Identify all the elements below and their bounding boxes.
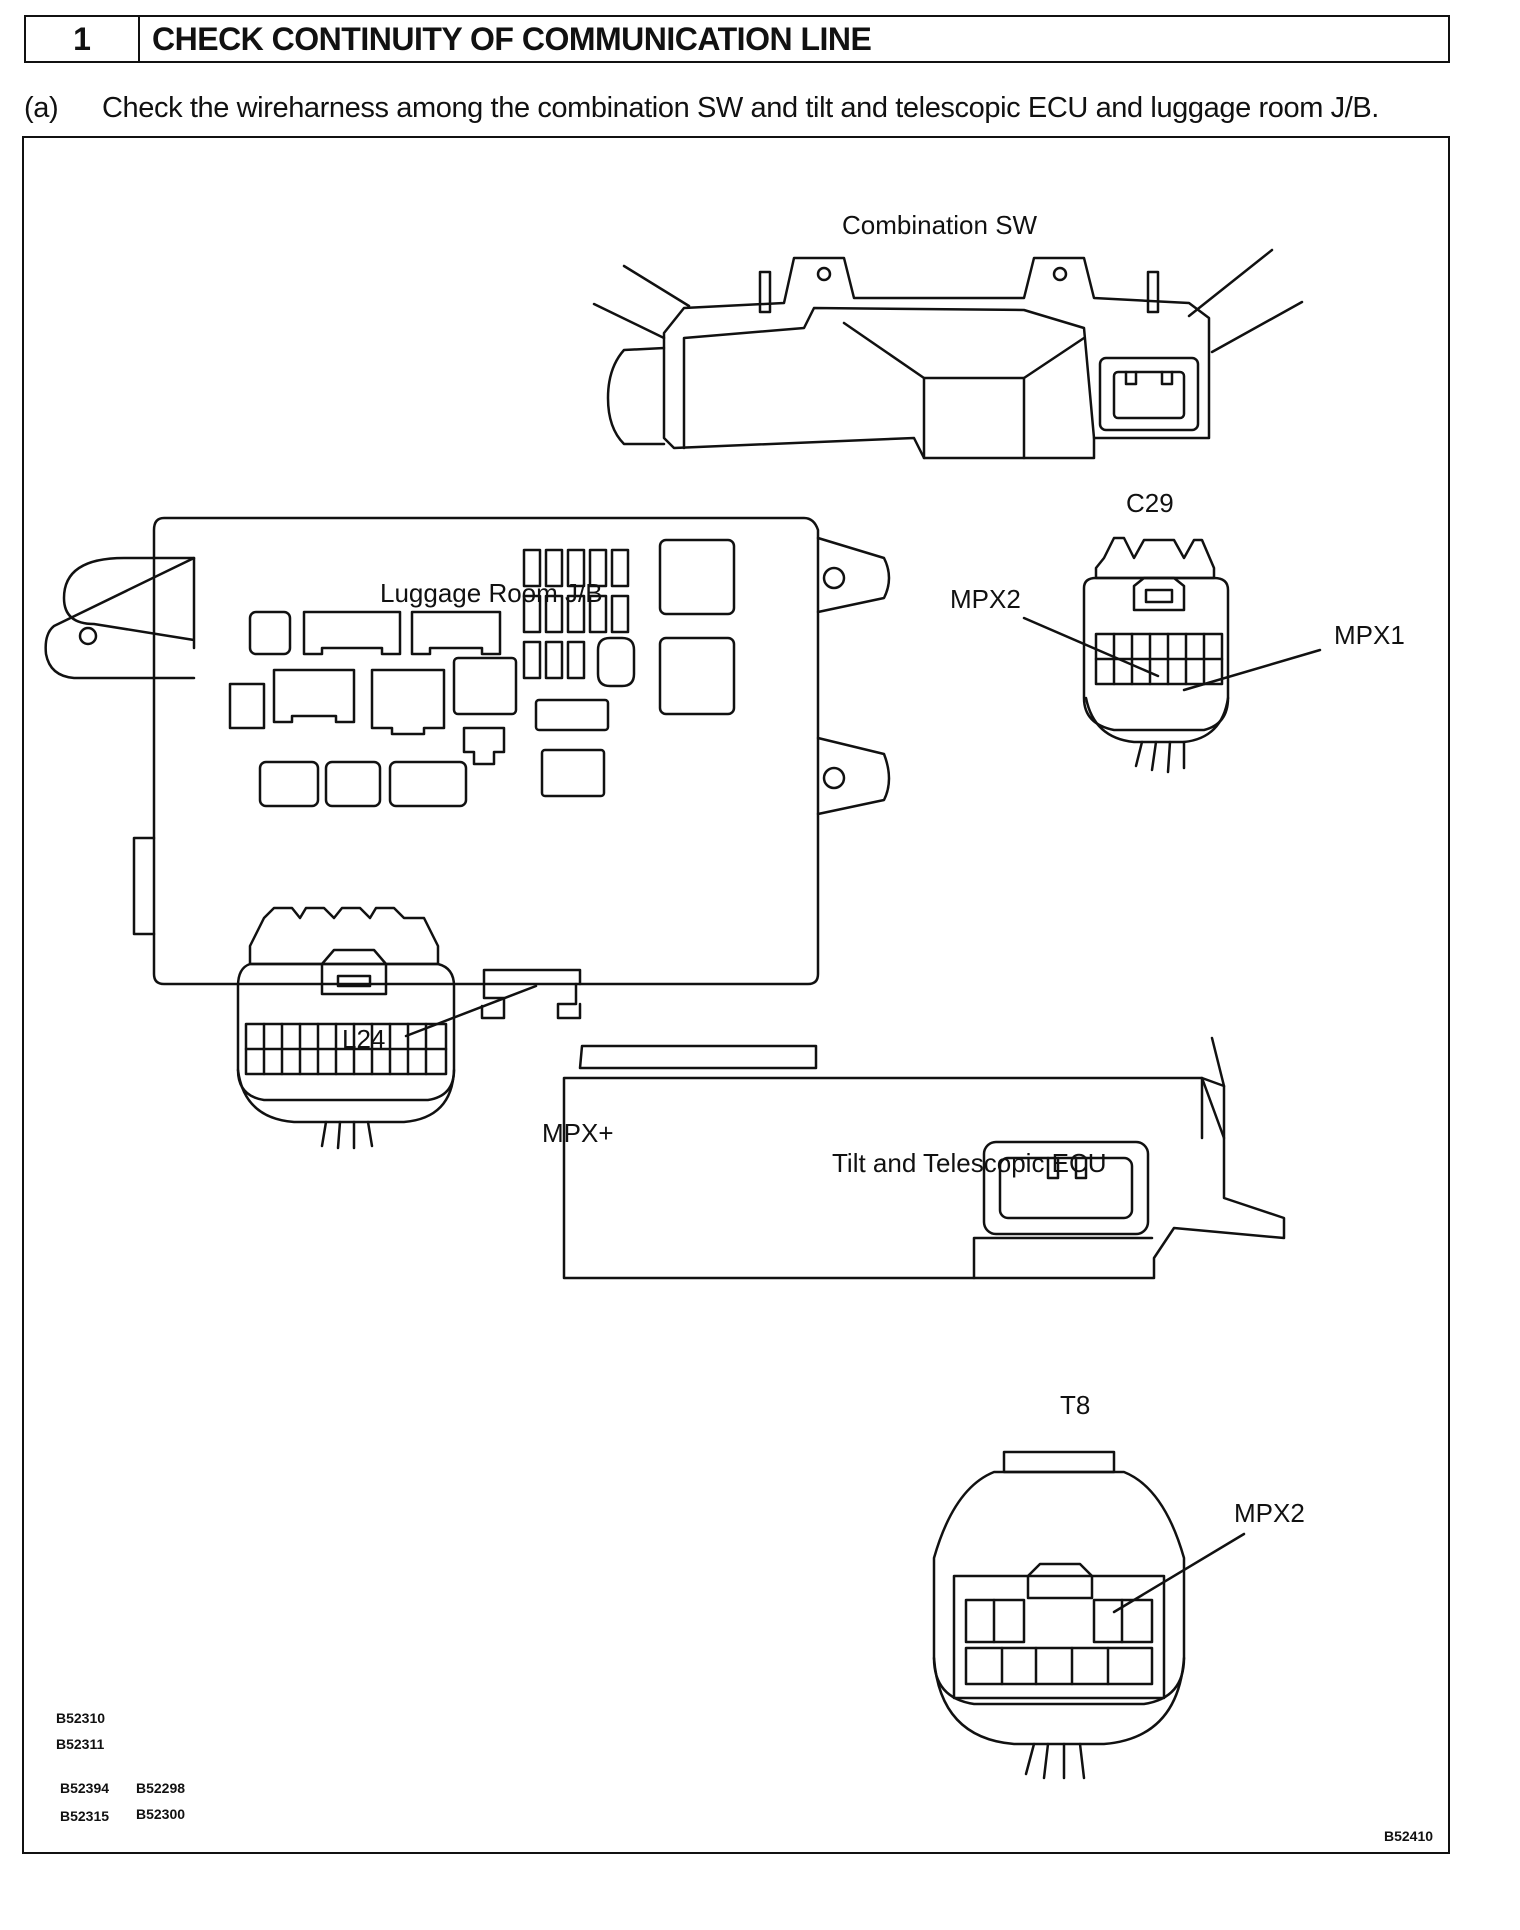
figure-code: B52410 (1384, 1828, 1434, 1844)
c29-connector-drawing (1022, 536, 1322, 774)
wiring-figure: Combination SW C29 MPX2 MPX1 Luggage Roo… (22, 136, 1450, 1854)
step-number: 1 (26, 17, 140, 61)
instruction: (a) Check the wireharness among the comb… (24, 92, 1464, 132)
luggage-room-jb-label: Luggage Room J/B (380, 578, 603, 608)
figure-drawing (44, 248, 1322, 1780)
reference-code: B52298 (136, 1780, 186, 1796)
step-header: 1 CHECK CONTINUITY OF COMMUNICATION LINE (24, 15, 1450, 63)
luggage-room-jb-drawing (44, 516, 891, 1020)
reference-code: B52310 (56, 1710, 106, 1726)
tilt-telescopic-ecu-label: Tilt and Telescopic ECU (832, 1148, 1107, 1178)
l24-mpx-plus-label: MPX+ (542, 1118, 614, 1148)
step-title: CHECK CONTINUITY OF COMMUNICATION LINE (152, 20, 872, 57)
c29-mpx2-label: MPX2 (950, 584, 1021, 614)
l24-connector-label: L24 (342, 1024, 386, 1054)
t8-connector-label: T8 (1060, 1390, 1091, 1420)
t8-mpx2-label: MPX2 (1234, 1498, 1305, 1528)
combination-sw-label: Combination SW (842, 210, 1038, 240)
l24-connector-drawing (236, 906, 538, 1150)
c29-connector-label: C29 (1126, 488, 1174, 518)
t8-connector-drawing (932, 1450, 1246, 1780)
instruction-marker: (a) (24, 92, 59, 124)
reference-code: B52311 (56, 1736, 105, 1752)
reference-code: B52315 (60, 1808, 110, 1824)
tilt-telescopic-ecu-drawing (562, 1036, 1286, 1280)
combination-sw-drawing (592, 248, 1304, 460)
reference-code: B52394 (60, 1780, 110, 1796)
reference-code: B52300 (136, 1806, 186, 1822)
instruction-text: Check the wireharness among the combinat… (102, 92, 1379, 124)
c29-mpx1-label: MPX1 (1334, 620, 1405, 650)
